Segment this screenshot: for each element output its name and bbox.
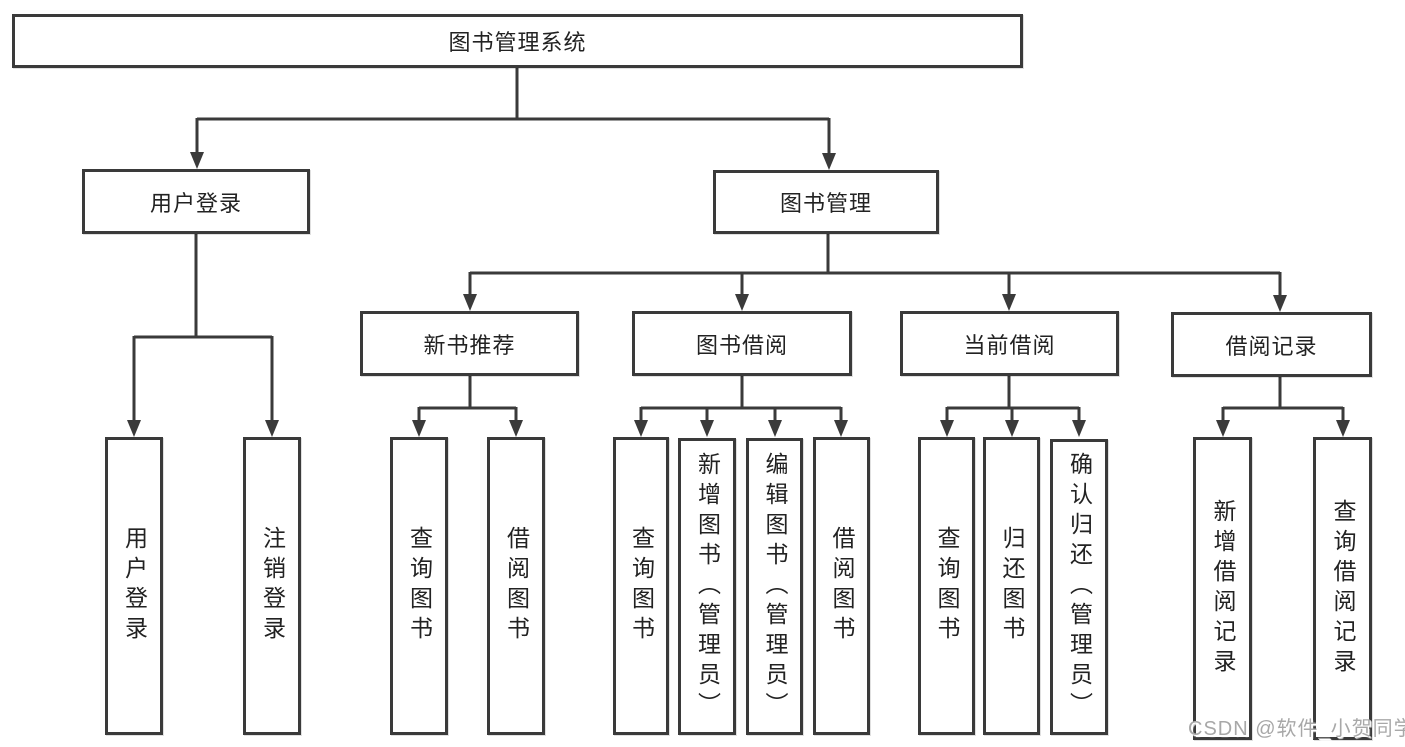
arrowheads xyxy=(127,152,1350,437)
leaf-user-login: 用户登录 xyxy=(105,437,163,735)
leaf-logout: 注销登录 xyxy=(243,437,301,735)
connector-recommend-to-leaves xyxy=(417,376,518,423)
connector-current-to-leaves xyxy=(945,376,1081,423)
connector-root-to-level2 xyxy=(195,68,831,156)
connector-userlogin-to-leaves xyxy=(132,234,274,423)
connector-bookmgmt-to-level3 xyxy=(468,234,1282,298)
node-book-borrow: 图书借阅 xyxy=(632,311,852,376)
leaf-borrow-edit-books-admin: 编辑图书（管理员） xyxy=(746,438,803,735)
leaf-borrow-query-books: 查询图书 xyxy=(613,437,669,735)
leaf-records-query-record: 查询借阅记录 xyxy=(1313,437,1372,740)
node-current-borrow-label: 当前借阅 xyxy=(963,332,1056,358)
node-book-management: 图书管理 xyxy=(713,170,939,234)
node-book-management-label: 图书管理 xyxy=(779,191,872,216)
node-root-label: 图书管理系统 xyxy=(448,30,587,55)
connector-borrow-to-leaves xyxy=(639,376,843,423)
node-new-book-recommend-label: 新书推荐 xyxy=(423,332,516,358)
leaf-borrow-add-books-admin: 新增图书（管理员） xyxy=(678,438,736,735)
node-book-borrow-label: 图书借阅 xyxy=(695,332,788,358)
node-user-login: 用户登录 xyxy=(82,169,310,234)
leaf-current-confirm-return-admin: 确认归还（管理员） xyxy=(1050,439,1108,735)
leaf-recommend-query-books: 查询图书 xyxy=(390,437,448,735)
leaf-recommend-borrow-books: 借阅图书 xyxy=(487,437,545,735)
node-current-borrow: 当前借阅 xyxy=(900,311,1119,376)
node-borrow-records-label: 借阅记录 xyxy=(1225,333,1318,359)
connector-records-to-leaves xyxy=(1221,377,1345,423)
csdn-watermark: CSDN @软件_小贺同学 xyxy=(1188,718,1405,740)
node-user-login-label: 用户登录 xyxy=(149,190,242,216)
node-root: 图书管理系统 xyxy=(12,14,1023,68)
node-borrow-records: 借阅记录 xyxy=(1171,312,1372,377)
leaf-borrow-borrow-books: 借阅图书 xyxy=(813,437,870,735)
leaf-records-add-record: 新增借阅记录 xyxy=(1193,437,1252,740)
leaf-current-query-books: 查询图书 xyxy=(918,437,975,735)
node-new-book-recommend: 新书推荐 xyxy=(360,311,579,376)
leaf-current-return-books: 归还图书 xyxy=(983,437,1040,735)
